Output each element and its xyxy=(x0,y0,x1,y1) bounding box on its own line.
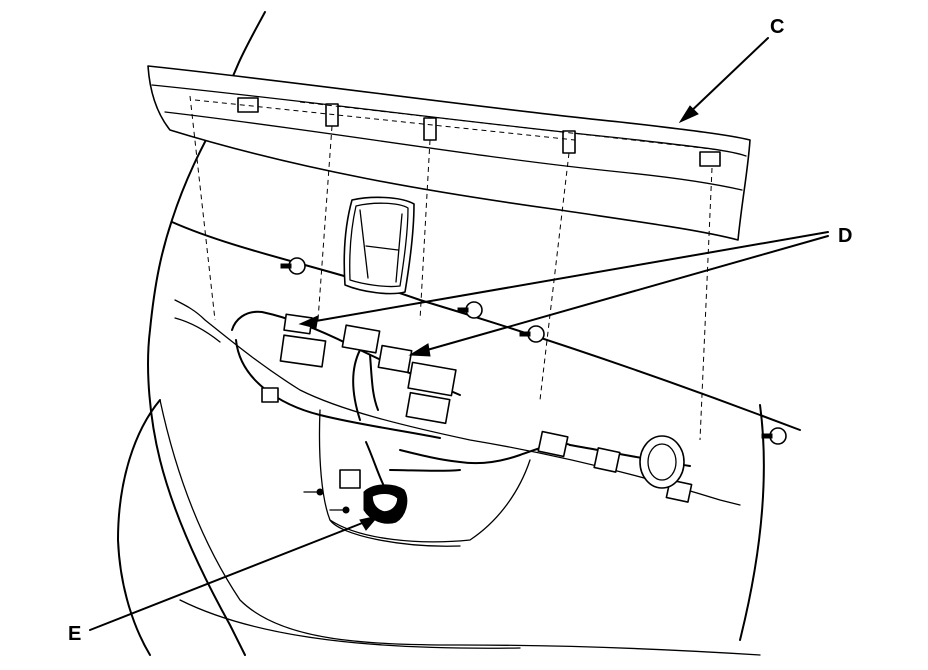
callout-e: E xyxy=(68,623,81,645)
bolt-icon xyxy=(280,257,787,514)
lower-panel xyxy=(174,299,741,547)
callout-c: C xyxy=(770,16,784,38)
leader-lines xyxy=(89,37,829,631)
garnish-clip xyxy=(237,97,721,167)
connector xyxy=(261,313,693,503)
grommet-icon xyxy=(639,435,685,489)
garnish-c xyxy=(147,65,751,441)
tailgate-body xyxy=(117,11,801,656)
honda-emblem-icon xyxy=(343,196,415,295)
callout-d: D xyxy=(838,225,852,247)
